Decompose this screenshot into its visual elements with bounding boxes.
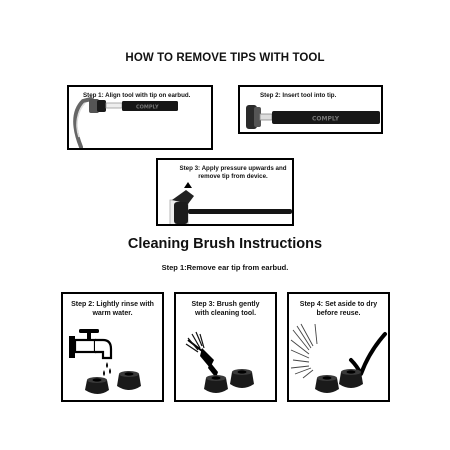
tool-inserted-tip-illustration: COMPLY [246,105,380,129]
cleaning-step-4-panel: Step 4: Set aside to dry before reuse. [287,292,390,402]
cleaning-step-4-label: Step 4: Set aside to dry before reuse. [299,301,378,318]
cleaning-step-1: Step 1:Remove ear tip from earbud. [161,263,289,272]
air-dry-rays [290,323,318,379]
air-dry-check-icon [290,323,387,393]
ear-tips-pair [85,371,141,394]
earbud-tool-align-illustration: COMPLY [73,97,178,148]
cleaning-heading: Cleaning Brush Instructions [127,236,323,252]
tool-step-3-label: Step 3: Apply pressure upwards and remov… [179,165,287,181]
tool-step-3-panel: Step 3: Apply pressure upwards and remov… [156,158,294,226]
ear-tips-pair [204,369,254,393]
tool-step-2-panel: Step 2: Insert tool into tip. COMPLY [238,85,383,134]
cleaning-step-3-label: Step 3: Brush gently with cleaning tool. [191,301,260,318]
water-faucet-icon [69,329,141,394]
tool-step-2-label: Step 2: Insert tool into tip. [260,92,337,99]
cleaning-step-2-panel: Step 2: Lightly rinse with warm water. [61,292,164,402]
tool-step-1-panel: Step 1: Align tool with tip on earbud. C… [67,85,213,150]
checkmark-icon [349,332,387,376]
tool-brand-mark: COMPLY [136,105,159,111]
tool-brand-mark: COMPLY [312,116,340,123]
tool-step-1-label: Step 1: Align tool with tip on earbud. [83,92,191,99]
cleaning-step-2-label: Step 2: Lightly rinse with warm water. [71,301,154,318]
removal-heading: HOW TO REMOVE TIPS WITH TOOL [125,52,325,64]
cleaning-step-3-panel: Step 3: Brush gently with cleaning tool. [174,292,277,402]
ear-tips-pair [315,369,363,393]
cleaning-brush-icon [185,331,254,393]
tool-remove-tip-illustration [169,182,292,224]
